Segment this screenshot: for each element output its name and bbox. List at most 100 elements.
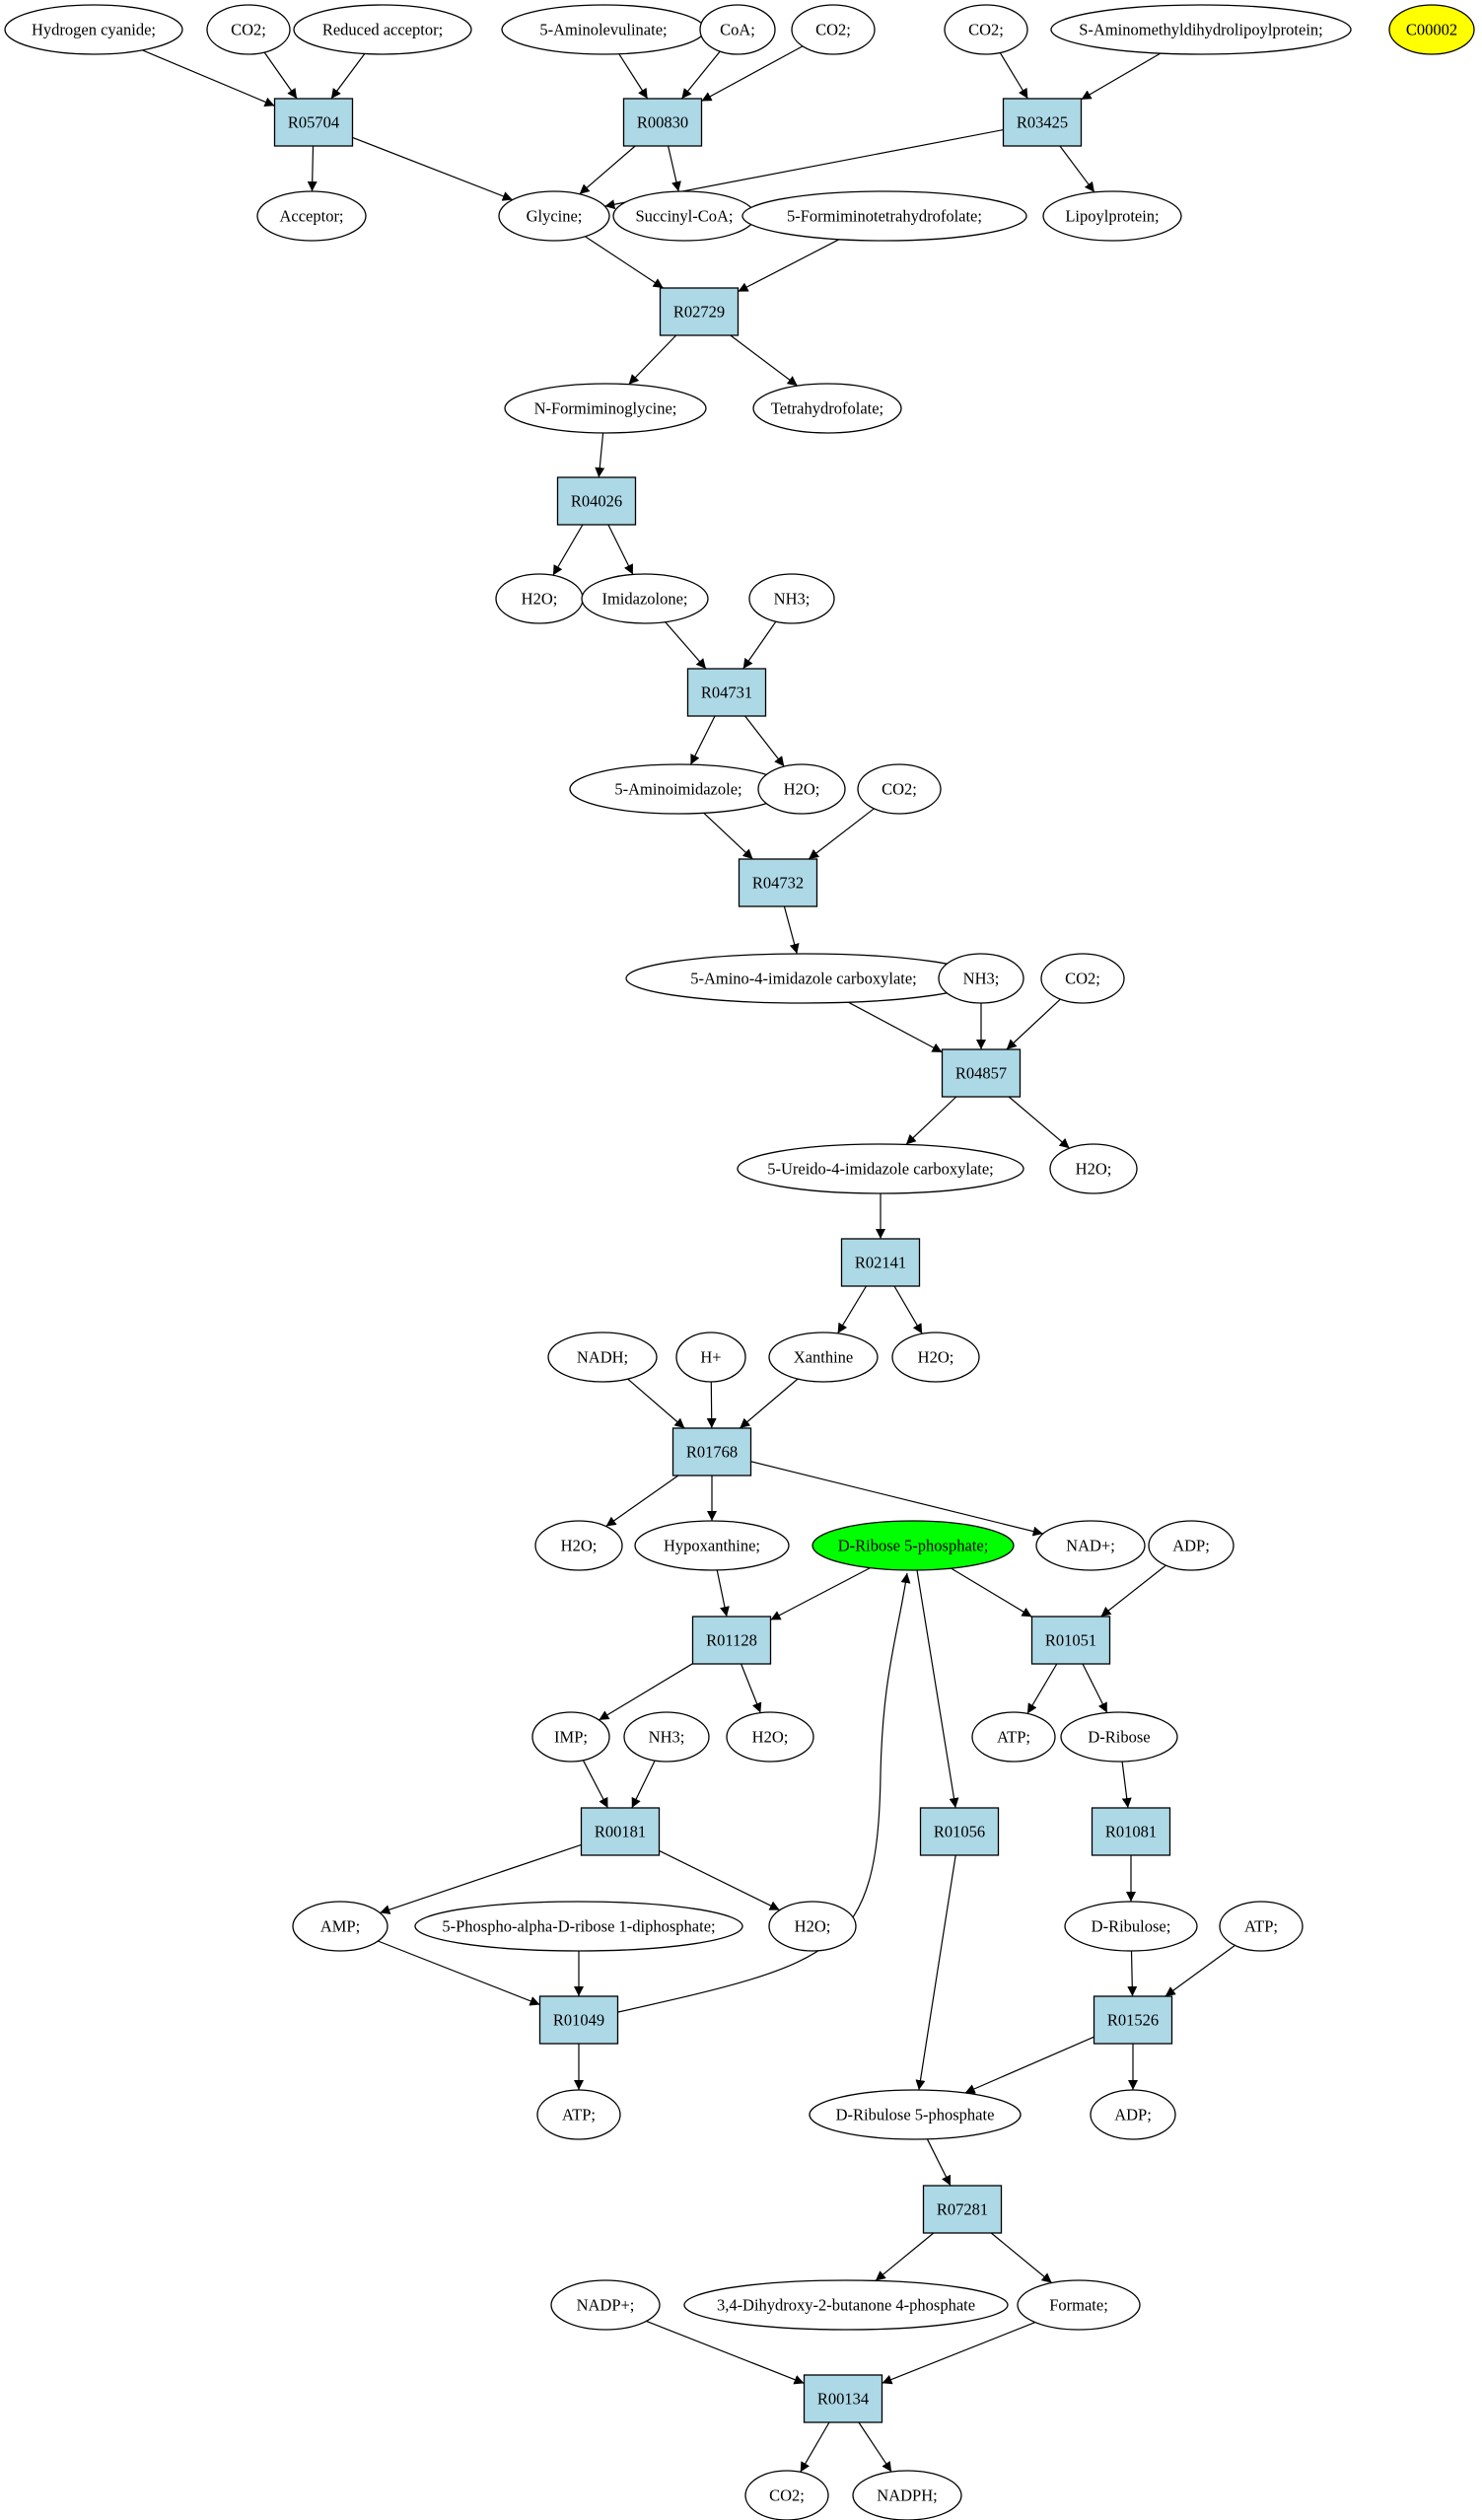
compound-prpp: 5-Phospho-alpha-D-ribose 1-diphosphate; [414,1901,743,1952]
compound-co2-b: CO2; [791,4,876,55]
compound-acceptor: Acceptor; [256,190,367,242]
edge-r07281-to-dhbp [875,2232,935,2281]
compound-label: 5-Aminolevulinate; [539,21,667,39]
compound-ellipse [1388,4,1475,55]
reaction-r04026: R04026 [556,476,637,526]
reaction-box [941,1048,1022,1098]
edge-co2_d-to-r04732 [808,808,875,860]
compound-ellipse [748,573,835,624]
edge-r01049-to-r5p [617,1572,911,2013]
compound-thf: Tetrahydrofolate; [752,383,902,434]
edge-glycine-to-r02729 [585,236,664,289]
edge-red_acc-to-r05704 [330,53,366,100]
reaction-box [556,476,637,526]
edge-aaic-to-r04857 [848,1001,943,1053]
edge-hplus-to-r01768 [706,1381,717,1429]
edge-r07281-to-formate [990,2232,1053,2284]
reaction-box [691,1616,772,1665]
compound-label: IMP; [554,1728,588,1747]
edge-r02141-to-xanth [837,1285,868,1334]
reaction-label: R00134 [817,2390,869,2409]
compound-label: Xanthine [794,1348,853,1367]
compound-ellipse [752,383,902,434]
compound-adp-1: ADP; [1148,1520,1235,1571]
compound-nh3-2: NH3; [938,953,1024,1004]
reaction-label: R00830 [637,113,688,132]
compound-label: 5-Aminoimidazole; [614,780,741,799]
reaction-label: R01081 [1105,1823,1157,1841]
reaction-r04731: R04731 [686,668,767,717]
compound-ru5p: D-Ribulose 5-phosphate [809,2089,1022,2140]
reaction-r01056: R01056 [919,1807,1000,1856]
compound-label: Succinyl-CoA; [636,207,734,226]
compound-hcn: Hydrogen cyanide; [4,4,183,55]
compound-label: C00002 [1406,21,1457,39]
compound-ellipse [768,1332,879,1383]
compound-label: NADP+; [577,2296,635,2315]
compound-uic: 5-Ureido-4-imidazole carboxylate; [737,1143,1024,1194]
reaction-label: R02141 [855,1254,906,1272]
reaction-box [671,1427,752,1476]
compound-label: 3,4-Dihydroxy-2-butanone 4-phosphate [717,2296,975,2315]
reaction-box [840,1238,921,1287]
graph-nodes: Hydrogen cyanide;CO2;Reduced acceptor;5-… [4,4,1475,2520]
edge-r01051-to-atp_1 [1026,1663,1058,1714]
edge-r04857-to-uic [905,1096,957,1145]
edge-nh3_1-to-r04731 [742,620,777,670]
edge-r00134-to-co2_f [800,2421,830,2473]
compound-h2o-3: H2O; [1049,1143,1138,1194]
compound-ellipse [891,1332,980,1383]
compound-label: ATP; [562,2106,596,2124]
compound-nfg: N-Formiminoglycine; [504,383,707,434]
compound-ellipse [768,1901,857,1952]
compound-ellipse [699,4,776,55]
compound-atp-1: ATP; [971,1711,1056,1763]
reaction-r01049: R01049 [538,1995,619,2045]
compound-h2o-7: H2O; [768,1901,857,1952]
compound-atp-3: ATP; [536,2089,621,2140]
compound-label: CoA; [720,21,755,39]
reaction-box [538,1995,619,2045]
compound-label: H2O; [752,1728,789,1747]
compound-ellipse [809,2089,1022,2140]
edge-co2_e-to-r04857 [1006,998,1061,1050]
target-compound-d-ribose-5-phosphate: D-Ribose 5-phosphate; [812,1520,1015,1571]
compound-ellipse [498,190,610,242]
reaction-label: R04026 [571,492,622,511]
edge-r01128-to-h2o_6 [741,1663,762,1713]
edge-r04026-to-h2o_1 [552,524,584,576]
compound-dhbp: 3,4-Dihydroxy-2-butanone 4-phosphate [683,2279,1009,2331]
compound-adp-2: ADP; [1090,2089,1176,2140]
compound-label: NH3; [774,590,811,609]
reaction-label: R01056 [934,1823,985,1841]
reaction-label: R07281 [937,2200,988,2219]
compound-label: H2O; [918,1348,954,1367]
reaction-r07281: R07281 [922,2185,1003,2234]
edge-hypox-to-r01128 [716,1569,730,1618]
compound-label: N-Formiminoglycine; [534,399,677,418]
reaction-r04732: R04732 [738,858,818,907]
edge-r00181-to-h2o_7 [659,1849,780,1911]
edge-r01056-to-ru5p [915,1854,956,2091]
reaction-label: R01768 [686,1443,738,1462]
edge-ala-to-r00830 [618,53,649,100]
compound-samdl: S-Aminomethyldihydrolipoylprotein; [1050,4,1352,55]
compound-label: D-Ribulose 5-phosphate [836,2106,995,2124]
compound-ellipse [741,190,1027,242]
compound-ellipse [293,4,472,55]
reaction-r00181: R00181 [580,1807,661,1856]
reaction-label: R01526 [1107,2011,1159,2030]
edge-samdl-to-r03425 [1081,52,1162,101]
compound-label: ADP; [1172,1537,1210,1555]
edge-coa-to-r00830 [680,50,721,100]
edge-adp_1-to-r01051 [1100,1564,1166,1618]
reaction-box [922,2185,1003,2234]
edge-co2_a-to-r05704 [263,51,298,100]
compound-ellipse [1219,1901,1304,1952]
reaction-box [686,668,767,717]
compound-ellipse [414,1901,743,1952]
edge-r02141-to-h2o_4 [893,1285,923,1334]
reaction-label: R02729 [673,303,725,322]
edge-r03425-to-lipo [1059,145,1095,193]
